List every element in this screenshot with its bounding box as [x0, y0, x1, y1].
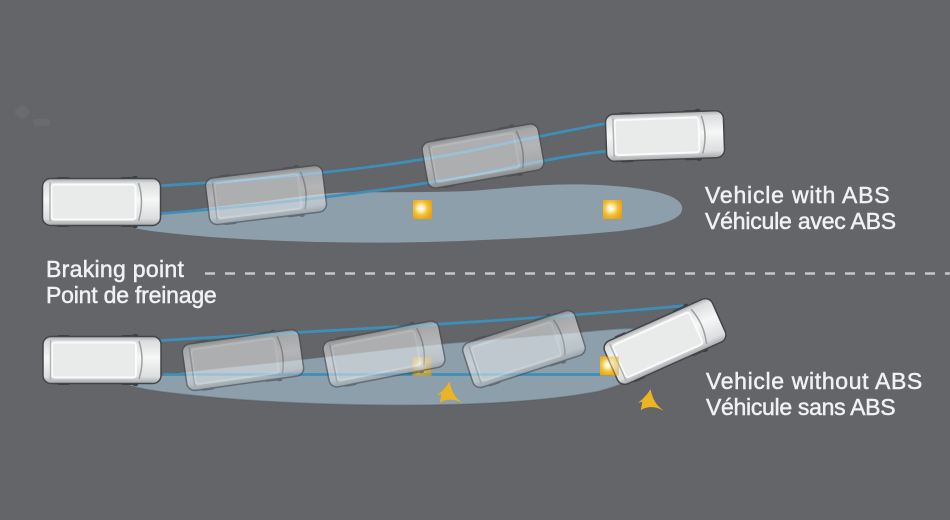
svg-text:Point de freinage: Point de freinage [46, 282, 217, 308]
svg-text:Véhicule avec ABS: Véhicule avec ABS [705, 208, 896, 234]
svg-text:Vehicle with ABS: Vehicle with ABS [705, 182, 890, 208]
svg-text:Braking point: Braking point [46, 256, 184, 282]
svg-text:Véhicule sans ABS: Véhicule sans ABS [706, 394, 895, 420]
svg-text:Vehicle without ABS: Vehicle without ABS [706, 368, 923, 394]
